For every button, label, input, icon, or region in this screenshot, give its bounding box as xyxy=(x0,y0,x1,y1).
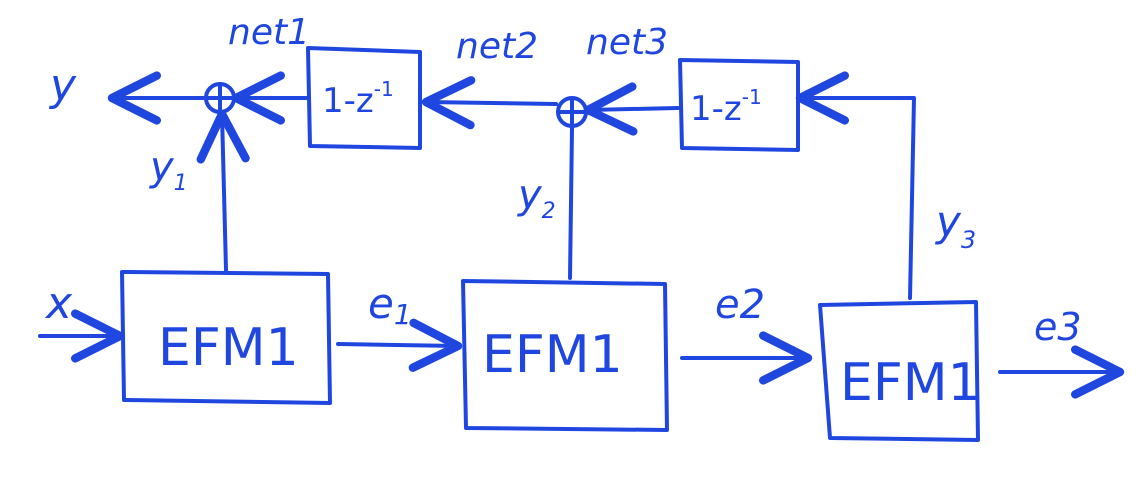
y2-label: y2 xyxy=(517,172,556,224)
efm1-block-1-label: EFM1 xyxy=(158,318,299,378)
net3-arrow xyxy=(583,82,680,136)
e1-label-base: e xyxy=(368,279,394,328)
y3-feedback-line xyxy=(795,71,916,300)
y3-label-base: y xyxy=(934,197,962,246)
y3-label-sub: 3 xyxy=(961,226,976,254)
net1-label: net1 xyxy=(228,12,310,53)
e1-label-sub: 1 xyxy=(394,298,412,331)
delay-block-1-base: 1-z xyxy=(322,81,374,121)
e1-label: e1 xyxy=(368,279,412,331)
net2-label: net2 xyxy=(456,26,538,67)
y1-label: y1 xyxy=(149,144,188,196)
delay-block-1: 1-z-1 xyxy=(306,46,422,150)
delay-block-2-exponent: -1 xyxy=(742,85,762,109)
e3-label: e3 xyxy=(1034,305,1082,349)
y1-line xyxy=(196,109,250,272)
e2-label: e2 xyxy=(715,282,765,328)
efm1-block-3-label: EFM1 xyxy=(840,353,981,413)
delay-block-2-base: 1-z xyxy=(690,89,742,129)
net2-arrow xyxy=(421,76,558,130)
y3-label: y3 xyxy=(934,197,976,254)
efm1-block-2: EFM1 xyxy=(461,279,669,432)
efm1-block-2-label: EFM1 xyxy=(482,325,623,385)
output-y-label: y xyxy=(48,60,77,111)
delay-block-1-label: 1-z-1 xyxy=(322,77,394,121)
summing-junction-2 xyxy=(556,96,588,128)
y1-label-base: y xyxy=(149,144,175,190)
delay-block-1-exponent: -1 xyxy=(374,77,394,101)
summing-junction-1 xyxy=(204,82,236,114)
y2-line xyxy=(568,126,574,280)
y1-label-sub: 1 xyxy=(174,171,188,196)
efm1-block-1: EFM1 xyxy=(120,270,332,405)
efm1-block-3: EFM1 xyxy=(818,300,981,442)
y2-label-base: y xyxy=(517,172,543,218)
input-x-label: x xyxy=(44,278,73,329)
net3-label: net3 xyxy=(586,22,668,63)
delay-block-2: 1-z-1 xyxy=(678,58,800,152)
e1-arrow xyxy=(336,318,463,372)
y2-label-sub: 2 xyxy=(542,199,556,224)
delay-block-2-label: 1-z-1 xyxy=(690,85,762,129)
